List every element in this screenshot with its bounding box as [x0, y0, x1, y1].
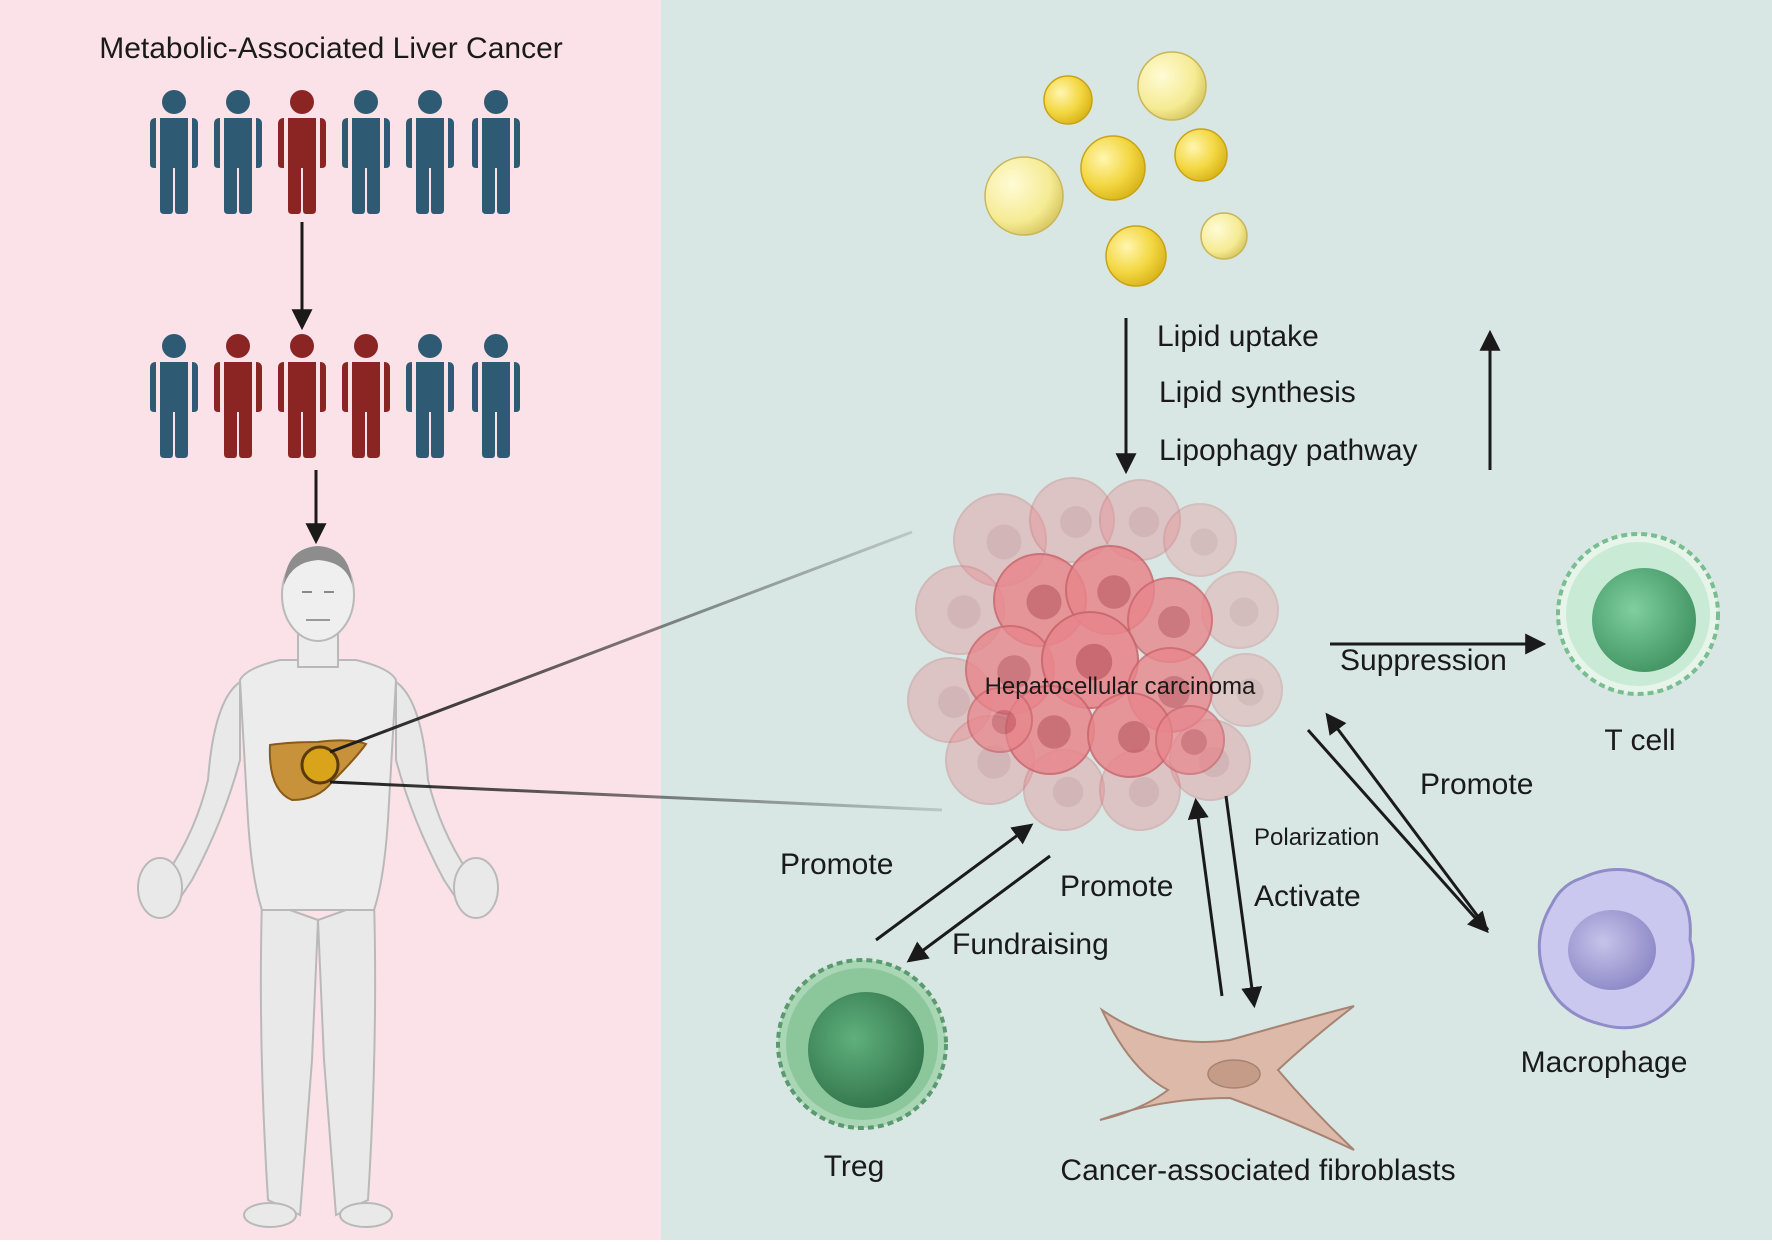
tumor-cell	[1163, 503, 1237, 577]
hepatocellular-carcinoma-cluster	[907, 477, 1283, 831]
t-cell	[1556, 532, 1720, 696]
fundraising-label: Fundraising	[952, 928, 1109, 961]
person-icon-blue	[472, 334, 520, 458]
macrophage-promote-label: Promote	[1420, 768, 1533, 801]
suppression-label: Suppression	[1340, 644, 1507, 677]
treg-fundraising-arrow	[906, 854, 1051, 963]
population-row-2	[150, 334, 520, 458]
tumor-cell	[1201, 571, 1279, 649]
fibroblast-cell	[1099, 1005, 1355, 1151]
tumor-cell	[967, 687, 1033, 753]
tumor-cell	[1087, 692, 1173, 778]
treg-promote-label: Promote	[780, 848, 893, 881]
fibroblast-promote-arrow	[1187, 797, 1224, 997]
liver-organ	[268, 739, 368, 802]
tumor-cell	[1029, 477, 1115, 563]
person-icon-red	[342, 334, 390, 458]
person-icon-blue	[214, 90, 262, 214]
population-row-1	[150, 90, 520, 214]
macrophage-polarization-arrow	[1306, 729, 1489, 934]
center-label: Hepatocellular carcinoma	[985, 673, 1256, 700]
macrophage	[1537, 868, 1695, 1030]
polarization-label: Polarization	[1254, 824, 1379, 851]
activate-label: Activate	[1254, 880, 1361, 913]
fibroblast-promote-label: Promote	[1060, 870, 1173, 903]
lipid-label-synthesis: Lipid synthesis	[1159, 376, 1356, 409]
tumor-cell	[1099, 479, 1181, 561]
treg-promote-arrow	[875, 823, 1034, 942]
lipid-droplets	[984, 51, 1248, 287]
person-icon-blue	[406, 334, 454, 458]
tumor-cell	[1041, 611, 1139, 709]
person-icon-red	[214, 334, 262, 458]
tumor-cell	[915, 565, 1005, 655]
person-icon-blue	[342, 90, 390, 214]
t-cell-label: T cell	[1604, 724, 1675, 757]
lipid-label-uptake: Lipid uptake	[1157, 320, 1319, 353]
person-icon-blue	[150, 90, 198, 214]
person-icon-blue	[472, 90, 520, 214]
person-icon-red	[278, 334, 326, 458]
lipid-label-lipophagy: Lipophagy pathway	[1159, 434, 1418, 467]
fibroblast-label: Cancer-associated fibroblasts	[1060, 1154, 1455, 1187]
macrophage-label: Macrophage	[1521, 1046, 1688, 1079]
title: Metabolic-Associated Liver Cancer	[99, 32, 563, 65]
treg-label: Treg	[824, 1150, 885, 1183]
zoom-line-bottom	[329, 780, 943, 812]
person-icon-red	[278, 90, 326, 214]
macrophage-promote-arrow	[1325, 712, 1490, 931]
person-icon-blue	[150, 334, 198, 458]
tumor-cell	[1155, 705, 1225, 775]
person-icon-blue	[406, 90, 454, 214]
fibroblast-activate-arrow	[1224, 795, 1263, 1009]
zoom-line-top	[329, 530, 913, 754]
treg-cell	[776, 958, 948, 1130]
